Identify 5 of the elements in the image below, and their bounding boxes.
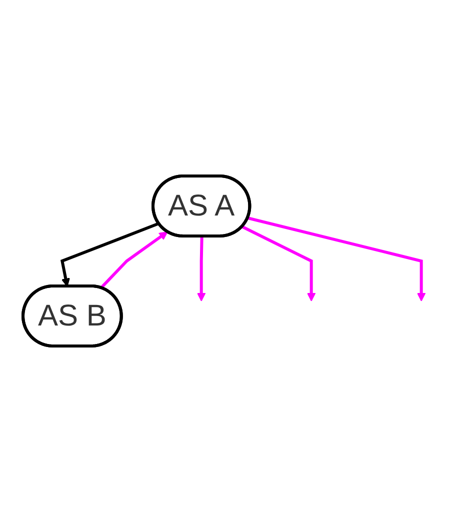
arrow <box>247 216 426 302</box>
arrow <box>242 225 316 302</box>
arrow <box>196 236 206 302</box>
arrow <box>60 222 160 287</box>
arrow <box>100 231 168 289</box>
